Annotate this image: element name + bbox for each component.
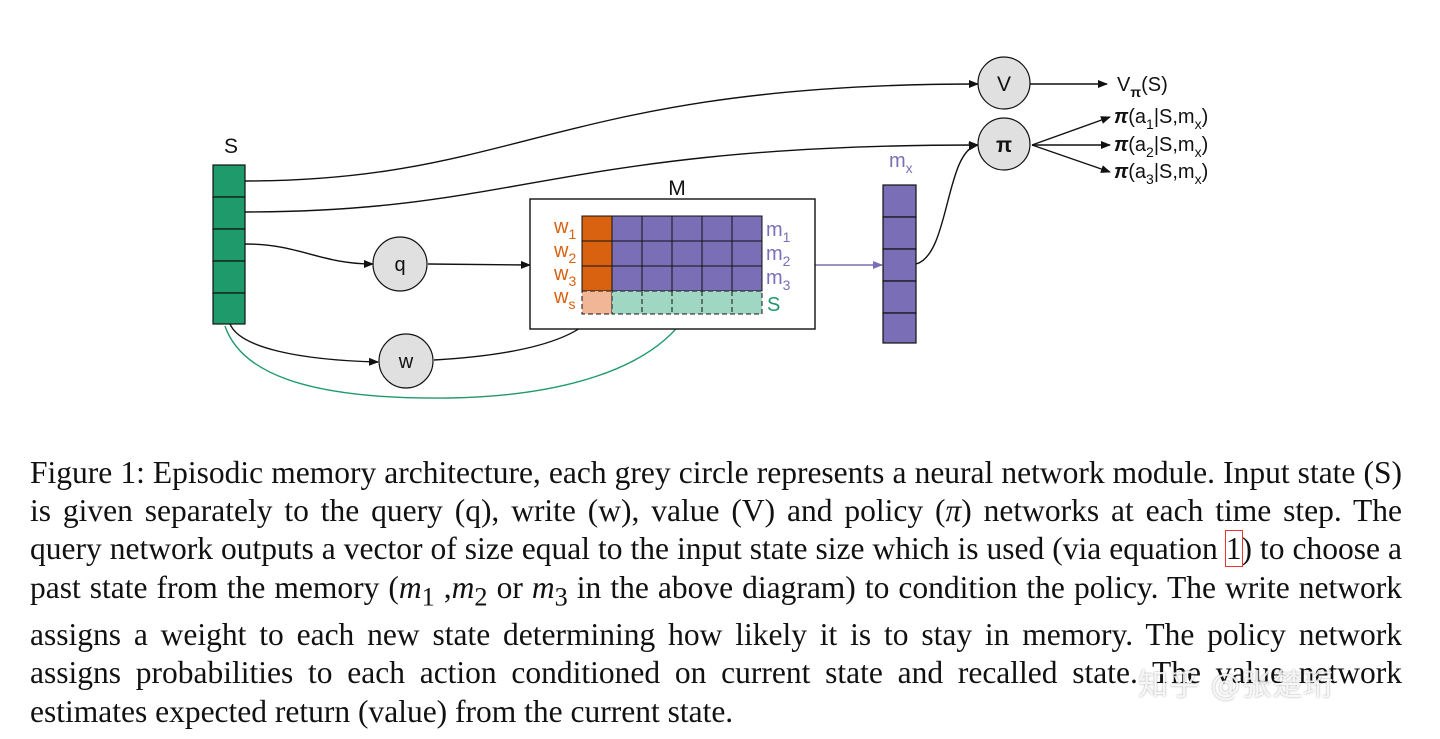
equation-reference-link[interactable]: 1: [1224, 530, 1243, 568]
memory-row-label-2: m2: [766, 243, 791, 269]
caption-m3-sub: 3: [554, 581, 568, 611]
arrow-state-to-write: [229, 323, 379, 366]
query-label: q: [394, 254, 405, 276]
memory-row-label-state: S: [767, 294, 780, 316]
value-label: V: [997, 73, 1011, 96]
write-module: w: [378, 333, 434, 389]
memory-slot-new-state: [611, 290, 763, 315]
recalled-memory-vector: [882, 184, 917, 344]
state-vector: [212, 164, 246, 325]
state-cell: [212, 196, 246, 230]
caption-m2-sub: 2: [474, 581, 488, 611]
weight-cell: [581, 215, 613, 242]
memory-slot-row-2: [611, 240, 763, 267]
weight-label-2: w2: [553, 240, 576, 266]
policy-output-label-1: π(a1|S,mx): [1114, 106, 1208, 132]
architecture-diagram: S q w V π M: [212, 56, 1208, 399]
value-output-label: Vπ(S): [1117, 74, 1168, 100]
value-module: V: [977, 56, 1031, 110]
arrow-policy-output-3: [1031, 144, 1111, 173]
watermark: 知乎 @张楚珩: [1138, 668, 1335, 703]
state-label: S: [224, 135, 238, 158]
weight-label-s: ws: [553, 286, 575, 312]
state-cell: [212, 164, 246, 198]
arrow-mx-to-policy: [915, 142, 979, 265]
mx-cell: [882, 216, 917, 250]
arrow-state-to-memory-slot: [224, 315, 687, 399]
arrow-state-to-value: [244, 80, 979, 182]
policy-output-label-2: π(a2|S,mx): [1114, 134, 1208, 160]
memory-slot-row-3: [611, 265, 763, 292]
caption-part-2: ) networks at each time step. The query …: [30, 493, 1403, 567]
caption-m1-sub: 1: [421, 581, 435, 611]
caption-sep: ,: [434, 569, 452, 605]
memory-row-label-3: m3: [766, 267, 791, 293]
weight-labels: w1 w2 w3 ws: [553, 216, 576, 312]
caption-m1: m: [398, 569, 422, 605]
mx-cell: [882, 184, 917, 218]
mx-cell: [882, 248, 917, 282]
connection-arrows: [229, 80, 1111, 366]
memory-slot-row-1: [611, 215, 763, 242]
weight-cell: [581, 265, 613, 292]
weight-cell-new: [581, 290, 613, 315]
policy-module: π: [977, 117, 1031, 171]
caption-part-4: in the above diagram) to condition the p…: [30, 569, 1402, 729]
caption-m2: m: [451, 569, 475, 605]
figure-caption: Figure 1: Episodic memory architecture, …: [30, 454, 1402, 731]
mx-label: mx: [889, 150, 913, 176]
caption-m3: m: [531, 569, 555, 605]
memory-slots: [611, 215, 763, 292]
query-module: q: [372, 236, 428, 292]
state-cell: [212, 260, 246, 294]
mx-cell: [882, 312, 917, 344]
weight-cell: [581, 240, 613, 267]
arrow-state-to-query: [244, 243, 374, 268]
arrow-query-to-memory: [427, 260, 531, 269]
policy-output-label-3: π(a3|S,mx): [1114, 161, 1208, 187]
arrow-state-to-policy: [244, 141, 979, 213]
weight-label-1: w1: [553, 216, 576, 242]
weight-column: [581, 215, 613, 292]
caption-part-3: ) to choose a past state from the memory…: [30, 531, 1402, 605]
arrow-policy-output-1: [1031, 116, 1111, 146]
memory-label: M: [668, 177, 686, 200]
state-cell: [212, 292, 246, 325]
policy-label: π: [996, 134, 1012, 157]
write-label: w: [398, 351, 414, 373]
caption-or: or: [487, 569, 532, 605]
caption-part-1: Figure 1: Episodic memory architecture, …: [30, 455, 1402, 529]
memory-row-labels: m1 m2 m3 S: [766, 219, 791, 316]
state-cell: [212, 228, 246, 262]
mx-cell: [882, 280, 917, 314]
weight-label-3: w3: [553, 263, 576, 289]
caption-pi: π: [945, 493, 962, 529]
memory-row-label-1: m1: [766, 219, 791, 245]
